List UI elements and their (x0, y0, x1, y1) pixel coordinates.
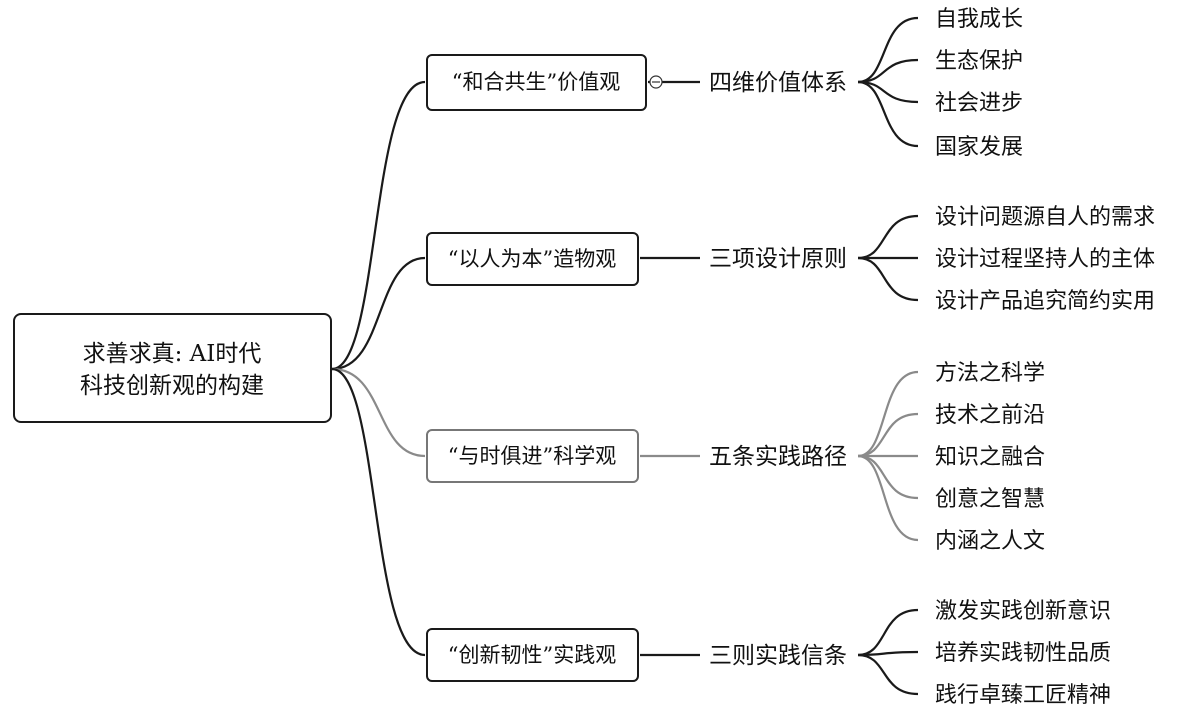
root-node-box[interactable] (13, 313, 332, 423)
branch-1-item-3: 社会进步 (935, 91, 1023, 116)
branch-2-item-2: 设计过程坚持人的主体 (935, 247, 1155, 272)
connector-branch-4-item-1 (857, 608, 919, 657)
root-title-line-2: 科技创新观的构建 (80, 373, 264, 399)
collapse-toggle-icon[interactable] (649, 75, 663, 89)
connector-branch-3-item-5 (857, 454, 919, 542)
root-title-line-1: 求善求真: AI时代 (83, 341, 262, 367)
branch-summary-1: 四维价值体系 (709, 70, 847, 96)
connector-branch-1-item-3 (857, 80, 919, 104)
branch-4-item-3: 践行卓臻工匠精神 (935, 683, 1111, 705)
branch-node-3-label: “与时俱进”科学观 (448, 444, 616, 468)
branch-3-item-2: 技术之前沿 (935, 403, 1045, 428)
branch-4-item-1: 激发实践创新意识 (935, 599, 1111, 624)
branch-1-item-2: 生态保护 (935, 49, 1023, 74)
connector-branch-2-item-3 (857, 256, 919, 302)
branch-node-4-box[interactable] (426, 628, 639, 682)
connector-root-branch-1 (331, 80, 426, 371)
branch-3-item-1: 方法之科学 (935, 361, 1045, 386)
branch-1-item-4: 国家发展 (935, 135, 1023, 160)
connector-branch-2-item-1 (857, 214, 919, 260)
branch-2-item-1: 设计问题源自人的需求 (935, 205, 1155, 230)
branch-1-item-1: 自我成长 (935, 7, 1023, 32)
branch-3-item-4: 创意之智慧 (935, 487, 1045, 512)
branch-summary-4: 三则实践信条 (709, 643, 847, 669)
branch-node-3-box[interactable] (426, 429, 639, 483)
branch-3-item-5: 内涵之人文 (935, 529, 1045, 554)
connector-root-branch-3 (331, 367, 426, 458)
connector-branch-1-item-4 (857, 80, 919, 148)
branch-node-1-label: “和合共生”价值观 (452, 70, 620, 94)
branch-4-item-2: 培养实践韧性品质 (935, 641, 1111, 666)
connector-branch-3-item-4 (857, 454, 919, 500)
connector-branch-1-item-2 (857, 58, 919, 84)
connector-branch-3-item-1 (857, 370, 919, 458)
connector-root-branch-4 (331, 367, 426, 657)
connector-root-branch-2 (331, 256, 426, 371)
connector-branch-1-item-1 (857, 16, 919, 84)
branch-2-item-3: 设计产品追究简约实用 (935, 289, 1155, 314)
branch-3-item-3: 知识之融合 (935, 445, 1045, 470)
branch-node-1-box[interactable] (426, 54, 647, 111)
connector-branch-3-item-2 (857, 412, 919, 458)
branch-summary-2: 三项设计原则 (709, 246, 847, 272)
branch-node-4-label: “创新韧性”实践观 (448, 643, 616, 667)
branch-summary-3: 五条实践路径 (709, 444, 847, 470)
branch-node-2-box[interactable] (426, 232, 639, 286)
connector-branch-4-item-3 (857, 653, 919, 696)
branch-node-2-label: “以人为本”造物观 (448, 247, 616, 271)
